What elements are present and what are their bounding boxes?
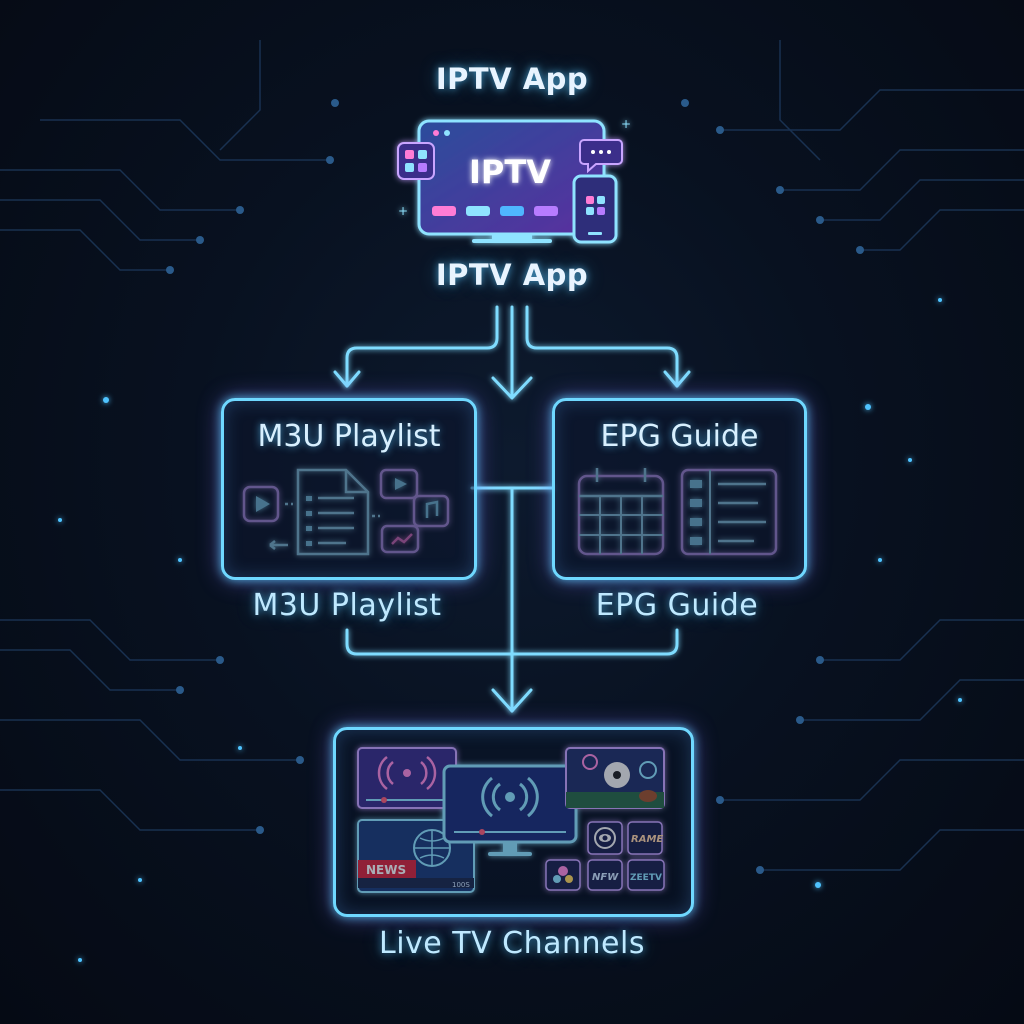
svg-text:+: +	[398, 204, 408, 218]
live-tv-channels-box	[333, 727, 694, 917]
iptv-device-illustration: + +	[397, 117, 631, 244]
zee-badge-text: ZEETV	[630, 873, 662, 883]
epg-guide-label: EPG Guide	[595, 588, 759, 623]
top-label: IPTV App	[435, 62, 589, 96]
news-badge-text: NEWS	[366, 863, 406, 877]
glow-particles	[58, 298, 962, 962]
nfw-badge-text: NFW	[592, 872, 619, 883]
iptv-app-label: IPTV App	[435, 258, 589, 292]
m3u-playlist-box: M3U Playlist	[221, 398, 477, 580]
flow-connectors	[345, 305, 679, 713]
arrowheads	[333, 370, 691, 713]
epg-guide-box: EPG Guide	[552, 398, 807, 580]
circuit-nodes	[166, 99, 864, 874]
m3u-playlist-box-title: M3U Playlist	[257, 419, 441, 454]
live-tv-channels-label: Live TV Channels	[379, 926, 645, 961]
ticker-text: 100S	[452, 881, 470, 889]
channels-illustration	[357, 747, 665, 893]
circuit-traces	[0, 40, 1024, 871]
rame-badge-text: RAME	[631, 834, 663, 845]
m3u-playlist-label: M3U Playlist	[252, 588, 442, 623]
svg-text:+: +	[621, 117, 631, 131]
device-screen-text: IPTV	[469, 153, 551, 191]
epg-guide-box-title: EPG Guide	[600, 419, 759, 454]
